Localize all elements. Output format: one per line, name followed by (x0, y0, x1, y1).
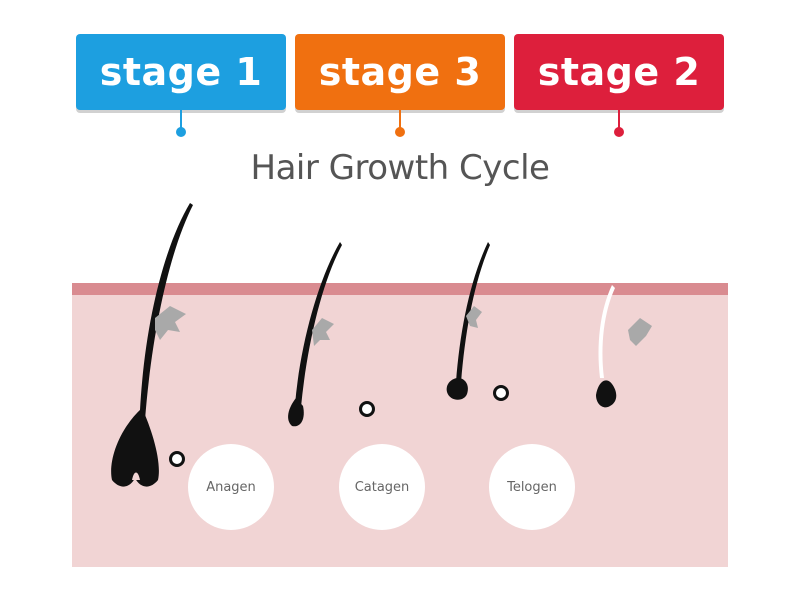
drop-point-1[interactable] (169, 451, 185, 467)
anagen-hair-icon (111, 203, 193, 487)
diagram-title: Hair Growth Cycle (250, 148, 550, 188)
telogen-stage-label: Telogen (507, 479, 557, 495)
stage-3-label-text: stage 3 (318, 50, 482, 94)
catagen-stage-label: Catagen (354, 479, 410, 495)
drop-point-2[interactable] (359, 401, 375, 417)
stage-3-connector-dot (395, 127, 405, 137)
stage-2-connector-dot (614, 127, 624, 137)
telogen-hair-icon (446, 242, 490, 400)
catagen-hair-icon (288, 242, 342, 427)
stage-3-label[interactable]: stage 3 (295, 34, 505, 110)
catagen-stage-circle: Catagen (339, 444, 425, 530)
skin-surface (72, 283, 728, 295)
stage-2-connector (618, 110, 620, 130)
stage-3-connector (399, 110, 401, 130)
anagen-stage-label: Anagen (206, 479, 256, 495)
stage-1-label[interactable]: stage 1 (76, 34, 286, 110)
stage-2-label[interactable]: stage 2 (514, 34, 724, 110)
drop-point-3[interactable] (493, 385, 509, 401)
stage-1-connector-dot (176, 127, 186, 137)
stage-1-label-text: stage 1 (99, 50, 263, 94)
anagen-stage-circle: Anagen (188, 444, 274, 530)
stage-2-label-text: stage 2 (537, 50, 701, 94)
shed-hair-icon (596, 285, 652, 408)
telogen-stage-circle: Telogen (489, 444, 575, 530)
stage-1-connector (180, 110, 182, 130)
